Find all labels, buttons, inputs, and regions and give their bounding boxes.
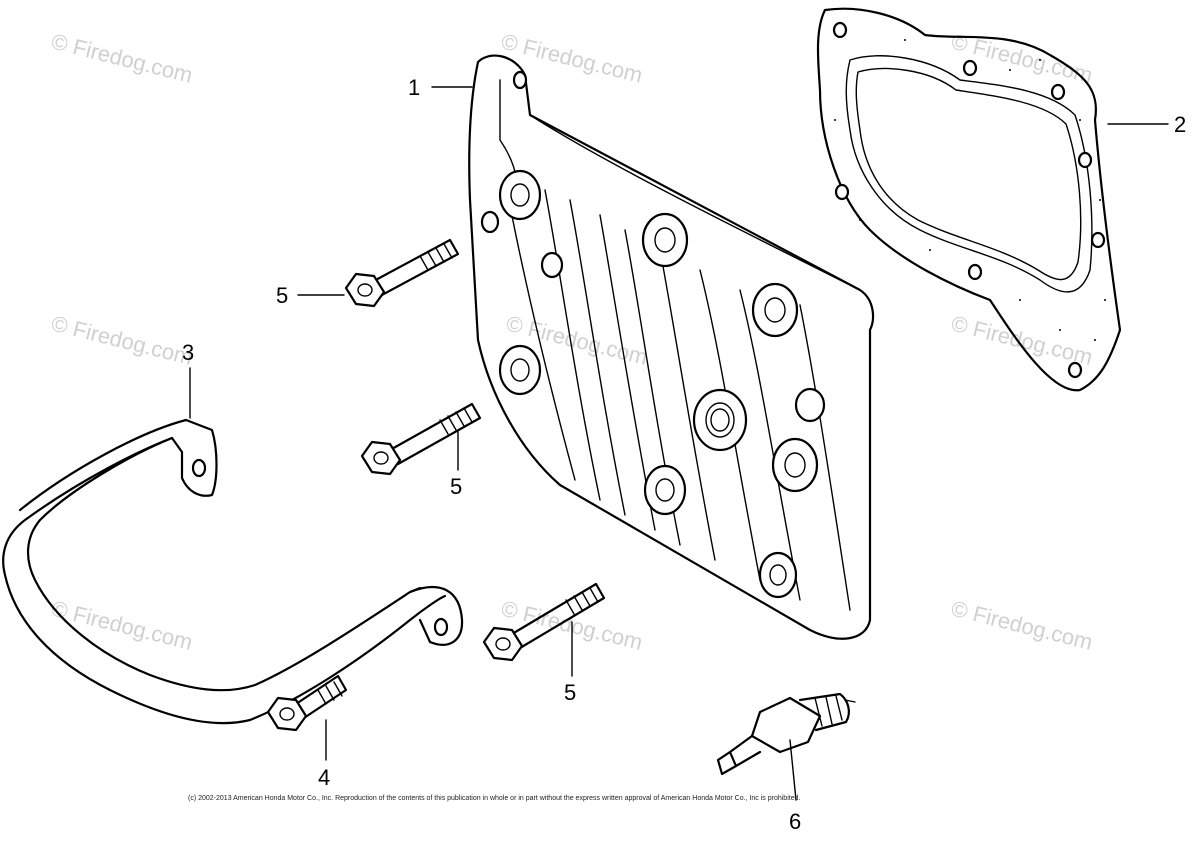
spark-plug <box>716 692 856 776</box>
watermark: © Firedog.com <box>949 311 1095 370</box>
callouts: 1 2 3 4 5 5 5 6 <box>182 75 1186 834</box>
handle-bar <box>2 418 464 725</box>
callout-2: 2 <box>1174 112 1186 137</box>
callout-5: 5 <box>450 474 462 499</box>
cylinder-head <box>468 54 875 640</box>
callout-5: 5 <box>564 680 576 705</box>
callout-3: 3 <box>182 340 194 365</box>
watermarks: © Firedog.com © Firedog.com © Firedog.co… <box>49 29 1095 655</box>
watermark: © Firedog.com <box>49 311 195 370</box>
callout-5: 5 <box>276 283 288 308</box>
callout-6: 6 <box>789 809 801 834</box>
bolt <box>482 582 606 662</box>
callout-1: 1 <box>408 75 420 100</box>
copyright-notice: (c) 2002-2013 American Honda Motor Co., … <box>188 795 800 802</box>
bolt <box>360 402 482 476</box>
bolt <box>344 238 460 308</box>
watermark: © Firedog.com <box>949 596 1095 655</box>
gasket <box>816 7 1122 392</box>
watermark: © Firedog.com <box>49 29 195 88</box>
bolt <box>266 674 348 732</box>
leader-lines <box>189 86 1169 801</box>
callout-4: 4 <box>318 765 330 790</box>
